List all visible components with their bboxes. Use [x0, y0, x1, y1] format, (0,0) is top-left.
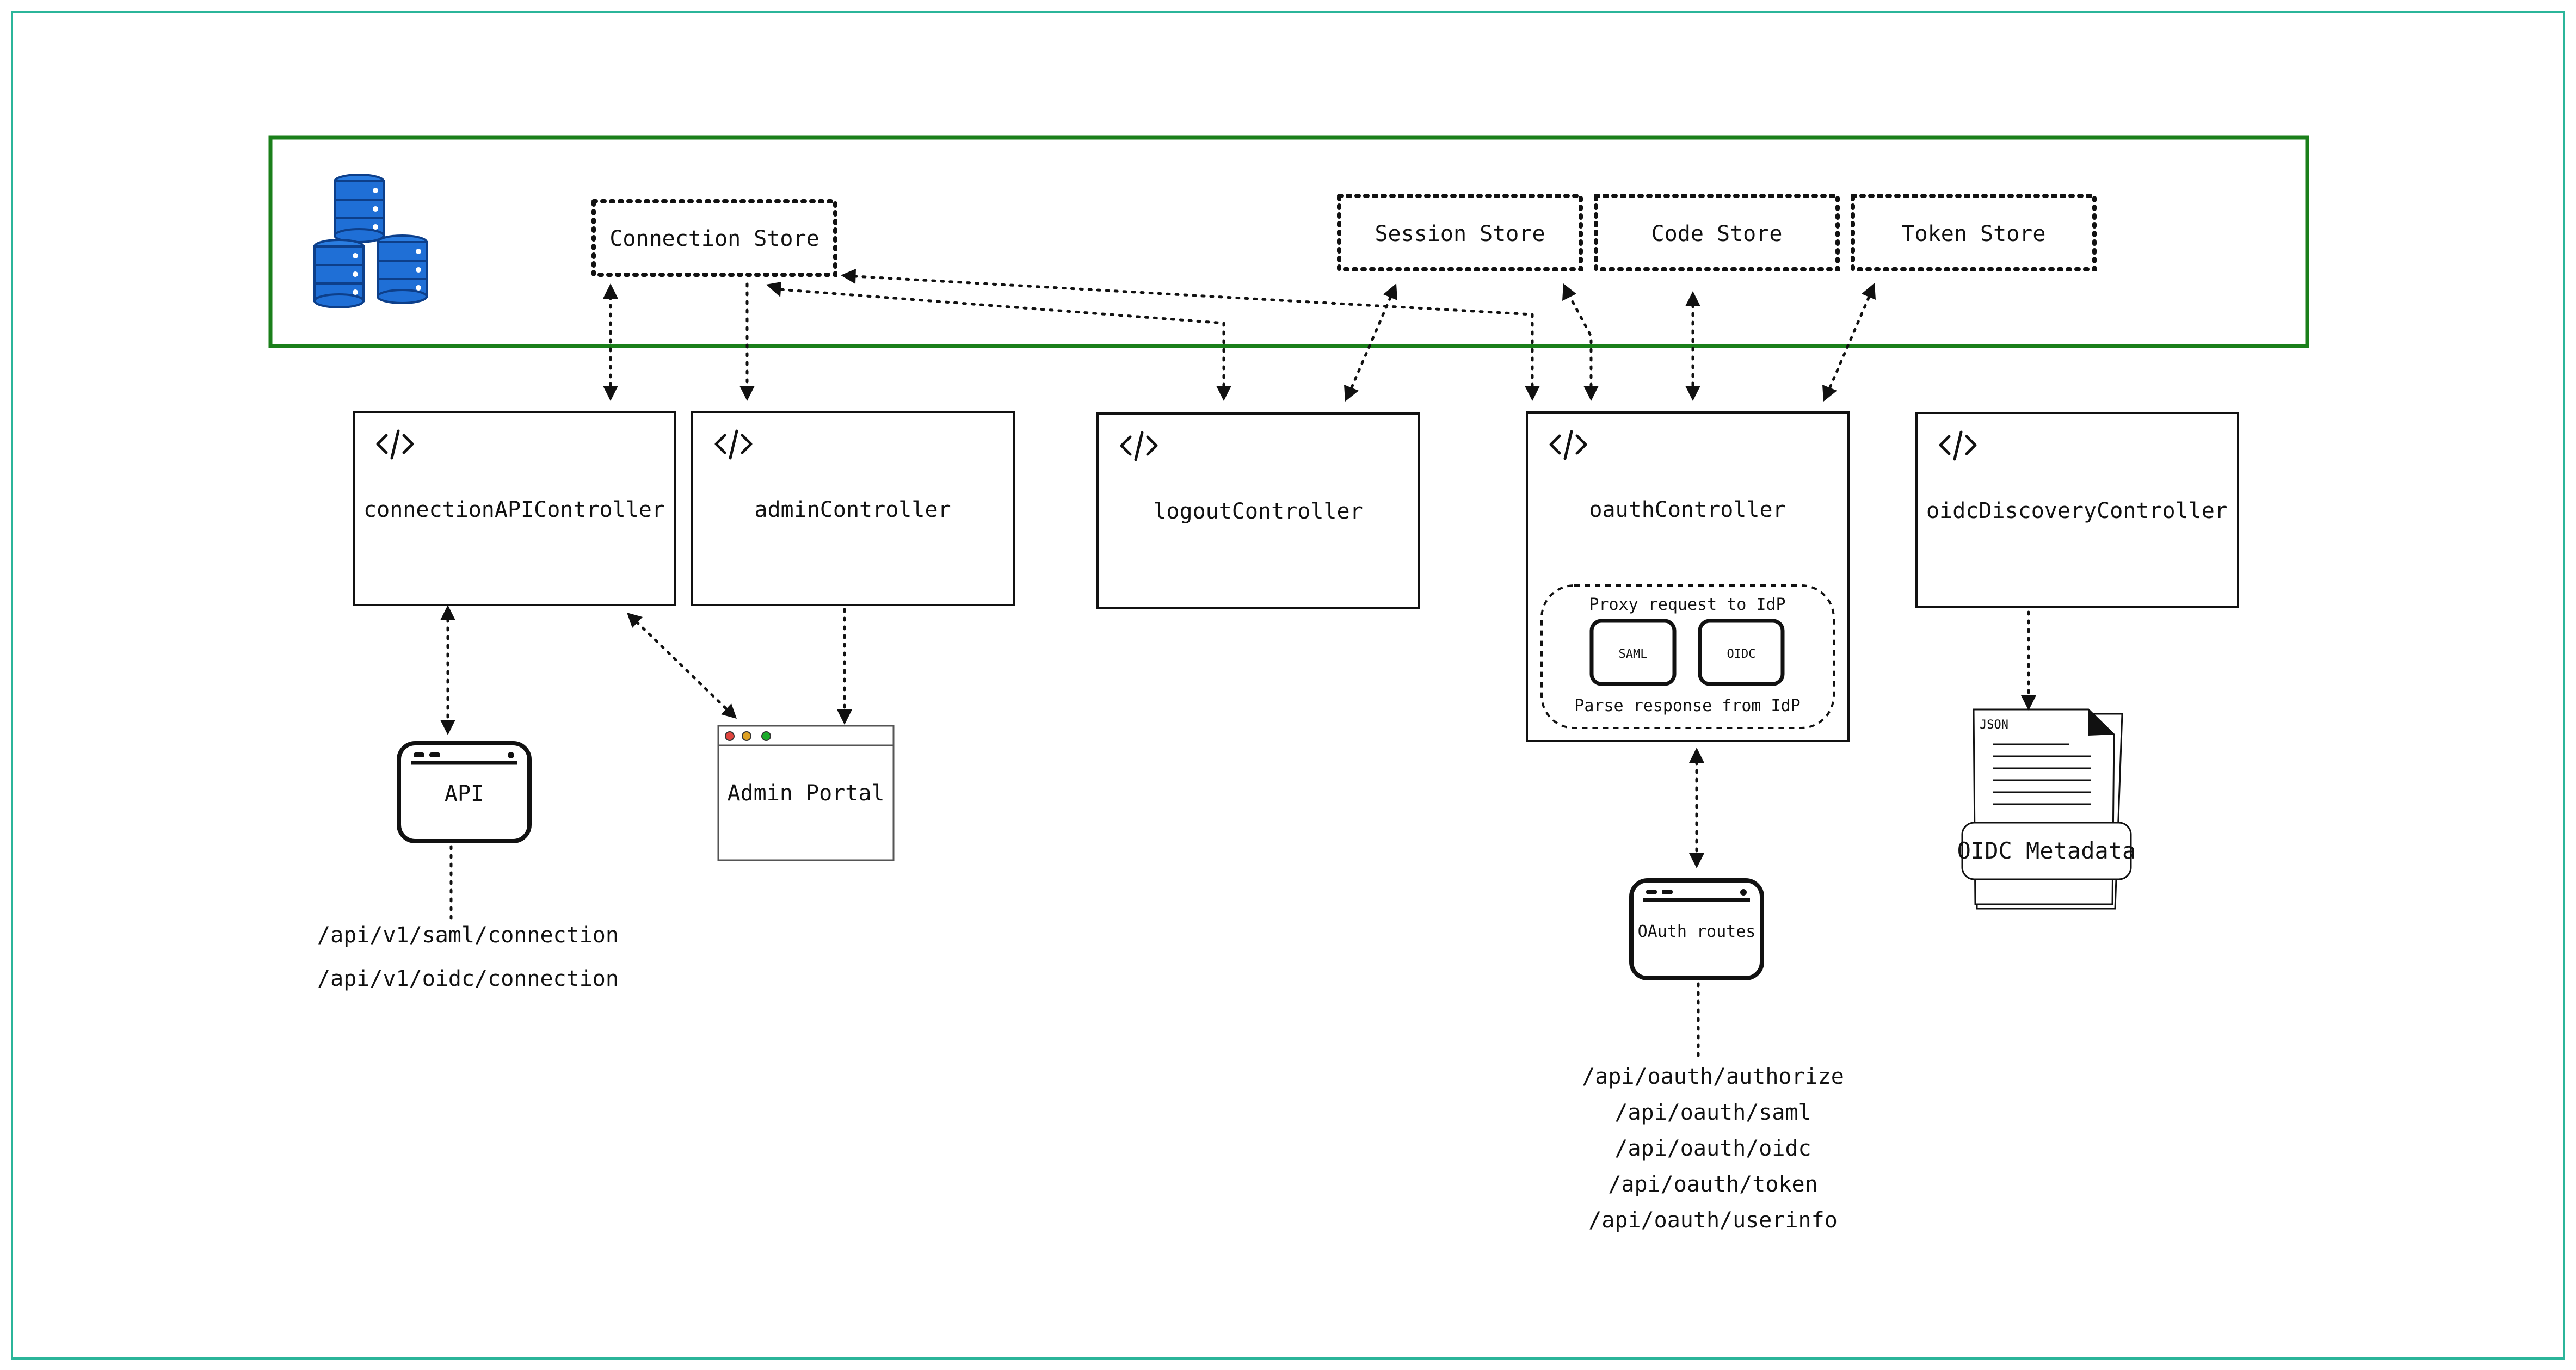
parse-response-label: Parse response from IdP	[1574, 696, 1800, 715]
code-store-label: Code Store	[1651, 221, 1783, 246]
oauth-controller-label: oauthController	[1589, 497, 1785, 522]
oidc-metadata-label: OIDC Metadata	[1957, 837, 2136, 864]
api-route-item: /api/v1/oidc/connection	[317, 966, 619, 991]
datastore-container	[268, 135, 2309, 348]
oauth-route-item: /api/oauth/oidc	[1614, 1136, 1811, 1161]
logout-controller-label: logoutController	[1153, 499, 1363, 524]
code-icon	[1120, 431, 1158, 461]
oauth-routes-label: OAuth routes	[1638, 922, 1756, 941]
window-close-dot	[725, 731, 735, 741]
window-maximize-dot	[761, 731, 771, 741]
oidc-discovery-controller-label: oidcDiscoveryController	[1926, 498, 2228, 523]
oauth-controller: oauthController Proxy request to IdP SAM…	[1526, 411, 1850, 742]
oidc-metadata-document: JSON OIDC Metadata	[1957, 708, 2136, 910]
admin-controller-label: adminController	[754, 497, 951, 522]
page-fold-icon	[2088, 709, 2114, 736]
api-route-item: /api/v1/saml/connection	[317, 923, 619, 948]
oauth-route-item: /api/oauth/userinfo	[1588, 1208, 1838, 1233]
database-icon	[313, 174, 428, 308]
saml-box	[1589, 619, 1677, 686]
session-store: Session Store	[1337, 194, 1583, 271]
admin-controller: adminController	[691, 411, 1015, 606]
oauth-route-item: /api/oauth/token	[1608, 1172, 1817, 1197]
oidc-box	[1698, 619, 1785, 686]
code-icon	[376, 429, 414, 460]
admin-portal-label: Admin Portal	[728, 781, 885, 806]
connectors	[440, 269, 2036, 1059]
code-icon	[714, 429, 753, 460]
connection-api-controller: connectionAPIController	[353, 411, 676, 606]
oidc-label: OIDC	[1727, 647, 1756, 661]
code-store: Code Store	[1594, 194, 1840, 271]
connection-api-controller-label: connectionAPIController	[363, 497, 665, 522]
api-window: API	[397, 741, 532, 843]
admin-portal-window: Admin Portal	[717, 725, 895, 861]
token-store: Token Store	[1851, 194, 2097, 271]
proxy-request-label: Proxy request to IdP	[1589, 595, 1785, 614]
window-minimize-dot	[742, 731, 751, 741]
outer-frame	[11, 11, 2565, 1360]
json-tag: JSON	[1980, 718, 2008, 732]
connection-store: Connection Store	[591, 199, 837, 277]
code-icon	[1549, 430, 1587, 460]
code-icon	[1939, 430, 1977, 461]
logout-controller: logoutController	[1096, 412, 1420, 609]
connection-store-label: Connection Store	[609, 226, 819, 251]
oidc-discovery-controller: oidcDiscoveryController	[1915, 412, 2239, 608]
session-store-label: Session Store	[1375, 221, 1545, 246]
oauth-routes-window: OAuth routes	[1629, 878, 1764, 980]
idp-proxy-group	[1540, 584, 1835, 729]
saml-label: SAML	[1619, 647, 1648, 661]
oauth-route-item: /api/oauth/authorize	[1582, 1064, 1844, 1089]
token-store-label: Token Store	[1902, 221, 2046, 246]
api-label: API	[445, 781, 484, 806]
oauth-route-item: /api/oauth/saml	[1614, 1100, 1811, 1125]
